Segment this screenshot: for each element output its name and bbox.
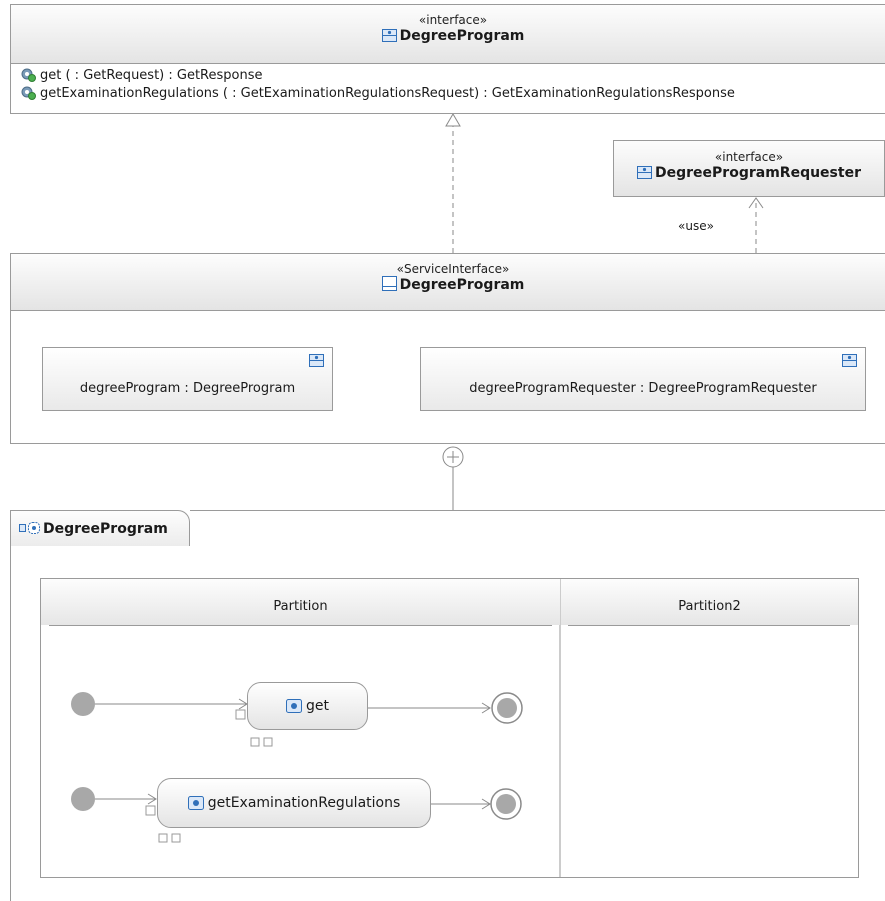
operation-icon [21, 86, 36, 100]
stereotype-label: «interface» [418, 13, 488, 27]
class-name: DegreeProgramRequester [614, 164, 884, 182]
activity-partition-group: Partition Partition2 [40, 578, 859, 878]
interface-degreeprogram[interactable]: «interface» DegreeProgram get ( : GetReq… [10, 4, 885, 114]
pin-icon [263, 737, 273, 747]
pin-icon [158, 833, 168, 843]
activity-icon [19, 522, 40, 534]
final-node-core [496, 794, 516, 814]
realization-arrowhead [445, 113, 461, 127]
call-operation-icon [187, 796, 204, 810]
pin-icon [171, 833, 181, 843]
use-label: «use» [678, 219, 714, 233]
input-pin [235, 709, 246, 720]
interface-degreeprogramrequester[interactable]: «interface» DegreeProgramRequester [613, 140, 885, 197]
operation-getexaminationregulations[interactable]: getExaminationRegulations ( : GetExamina… [11, 85, 885, 103]
action-getexaminationregulations[interactable]: getExaminationRegulations [157, 778, 431, 828]
initial-node [71, 692, 95, 716]
activity-tab[interactable]: DegreeProgram [10, 510, 190, 546]
pin-icon [250, 737, 260, 747]
final-node-core [497, 698, 517, 718]
service-interface-header: «ServiceInterface» DegreeProgram [11, 254, 885, 311]
partition2-header[interactable]: Partition2 [561, 579, 858, 625]
initial-node [71, 787, 95, 811]
stereotype-label: «interface» [714, 150, 784, 164]
operation-get[interactable]: get ( : GetRequest) : GetResponse [11, 67, 885, 85]
class-name: DegreeProgram [11, 27, 885, 45]
action-get[interactable]: get [247, 682, 368, 730]
interface-header: «interface» DegreeProgram [11, 5, 885, 64]
interface-icon [842, 354, 857, 367]
input-pin [145, 805, 156, 816]
service-interface-icon [381, 276, 397, 291]
activity-frame [10, 546, 885, 901]
stereotype-label: «ServiceInterface» [396, 262, 510, 276]
interface-icon [381, 29, 397, 42]
partition-header[interactable]: Partition [41, 579, 560, 625]
call-operation-icon [286, 699, 302, 713]
use-arrowhead [748, 197, 764, 209]
activity-frame-top [190, 510, 885, 511]
operation-icon [21, 68, 36, 82]
part-degreeprogramrequester[interactable]: degreeProgramRequester : DegreeProgramRe… [420, 347, 866, 411]
class-name: DegreeProgram [11, 276, 885, 294]
interface-icon [637, 166, 653, 179]
part-label: degreeProgram : DegreeProgram [79, 381, 296, 396]
part-label: degreeProgramRequester : DegreeProgramRe… [469, 381, 817, 396]
interface-icon [309, 354, 324, 367]
part-degreeprogram[interactable]: degreeProgram : DegreeProgram [42, 347, 333, 411]
